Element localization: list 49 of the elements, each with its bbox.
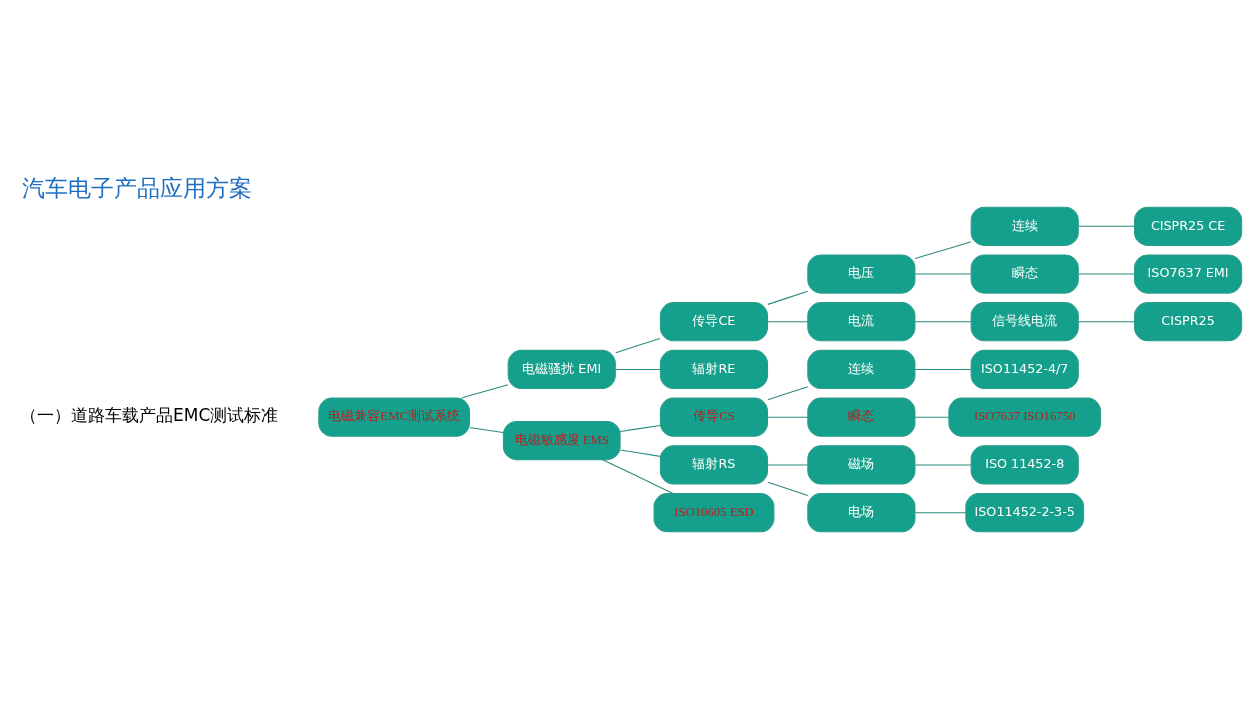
- connector: [914, 321, 972, 323]
- node-box: 电场: [807, 493, 916, 533]
- connector: [914, 416, 950, 418]
- node-box: 电流: [807, 302, 916, 342]
- connector: [767, 416, 809, 418]
- connector: [1078, 225, 1135, 227]
- node-box: 电磁敏感度 EMS: [502, 420, 621, 461]
- connector: [914, 464, 972, 466]
- node-box: 连续: [807, 349, 916, 390]
- node-box: 传导CS: [659, 397, 769, 437]
- connector: [461, 384, 509, 399]
- node-box: 电磁骚扰 EMI: [507, 349, 616, 390]
- connector: [914, 368, 972, 370]
- node-box: CISPR25: [1134, 302, 1243, 342]
- node-box: ISO11452-2-3-5: [965, 493, 1085, 533]
- node-box: 瞬态: [807, 397, 916, 437]
- node-box: ISO7637 EMI: [1134, 254, 1243, 294]
- connector: [615, 368, 661, 370]
- node-box: ISO7637 ISO16750: [948, 397, 1102, 437]
- connector: [767, 321, 809, 323]
- connector: [602, 459, 674, 494]
- connector: [615, 338, 661, 354]
- node-box: 磁场: [807, 445, 916, 485]
- connector: [469, 427, 504, 433]
- connector: [767, 386, 809, 401]
- node-box: CISPR25 CE: [1134, 206, 1243, 246]
- connector: [914, 241, 972, 259]
- connector: [767, 481, 809, 496]
- connector: [1078, 321, 1135, 323]
- node-box: ISO10605 ESD: [653, 493, 775, 533]
- node-box: 电磁兼容EMC测试系统: [318, 397, 470, 437]
- node-box: 辐射RS: [659, 445, 769, 485]
- node-box: 辐射RE: [659, 349, 769, 390]
- node-box: ISO 11452-8: [970, 445, 1079, 485]
- node-box: 瞬态: [970, 254, 1079, 294]
- node-box: ISO11452-4/7: [970, 349, 1079, 390]
- connector: [767, 290, 809, 305]
- connector: [914, 273, 972, 275]
- connector: [1078, 273, 1135, 275]
- node-box: 传导CE: [659, 302, 769, 342]
- connector: [619, 424, 661, 433]
- diagram-title: 汽车电子产品应用方案: [22, 174, 253, 203]
- connector: [767, 464, 809, 466]
- node-box: 连续: [970, 206, 1079, 246]
- connector: [619, 449, 661, 457]
- node-box: 电压: [807, 254, 916, 294]
- node-box: 信号线电流: [970, 302, 1079, 342]
- label: （一）道路车载产品EMC测试标准: [20, 405, 279, 426]
- connector: [914, 512, 967, 514]
